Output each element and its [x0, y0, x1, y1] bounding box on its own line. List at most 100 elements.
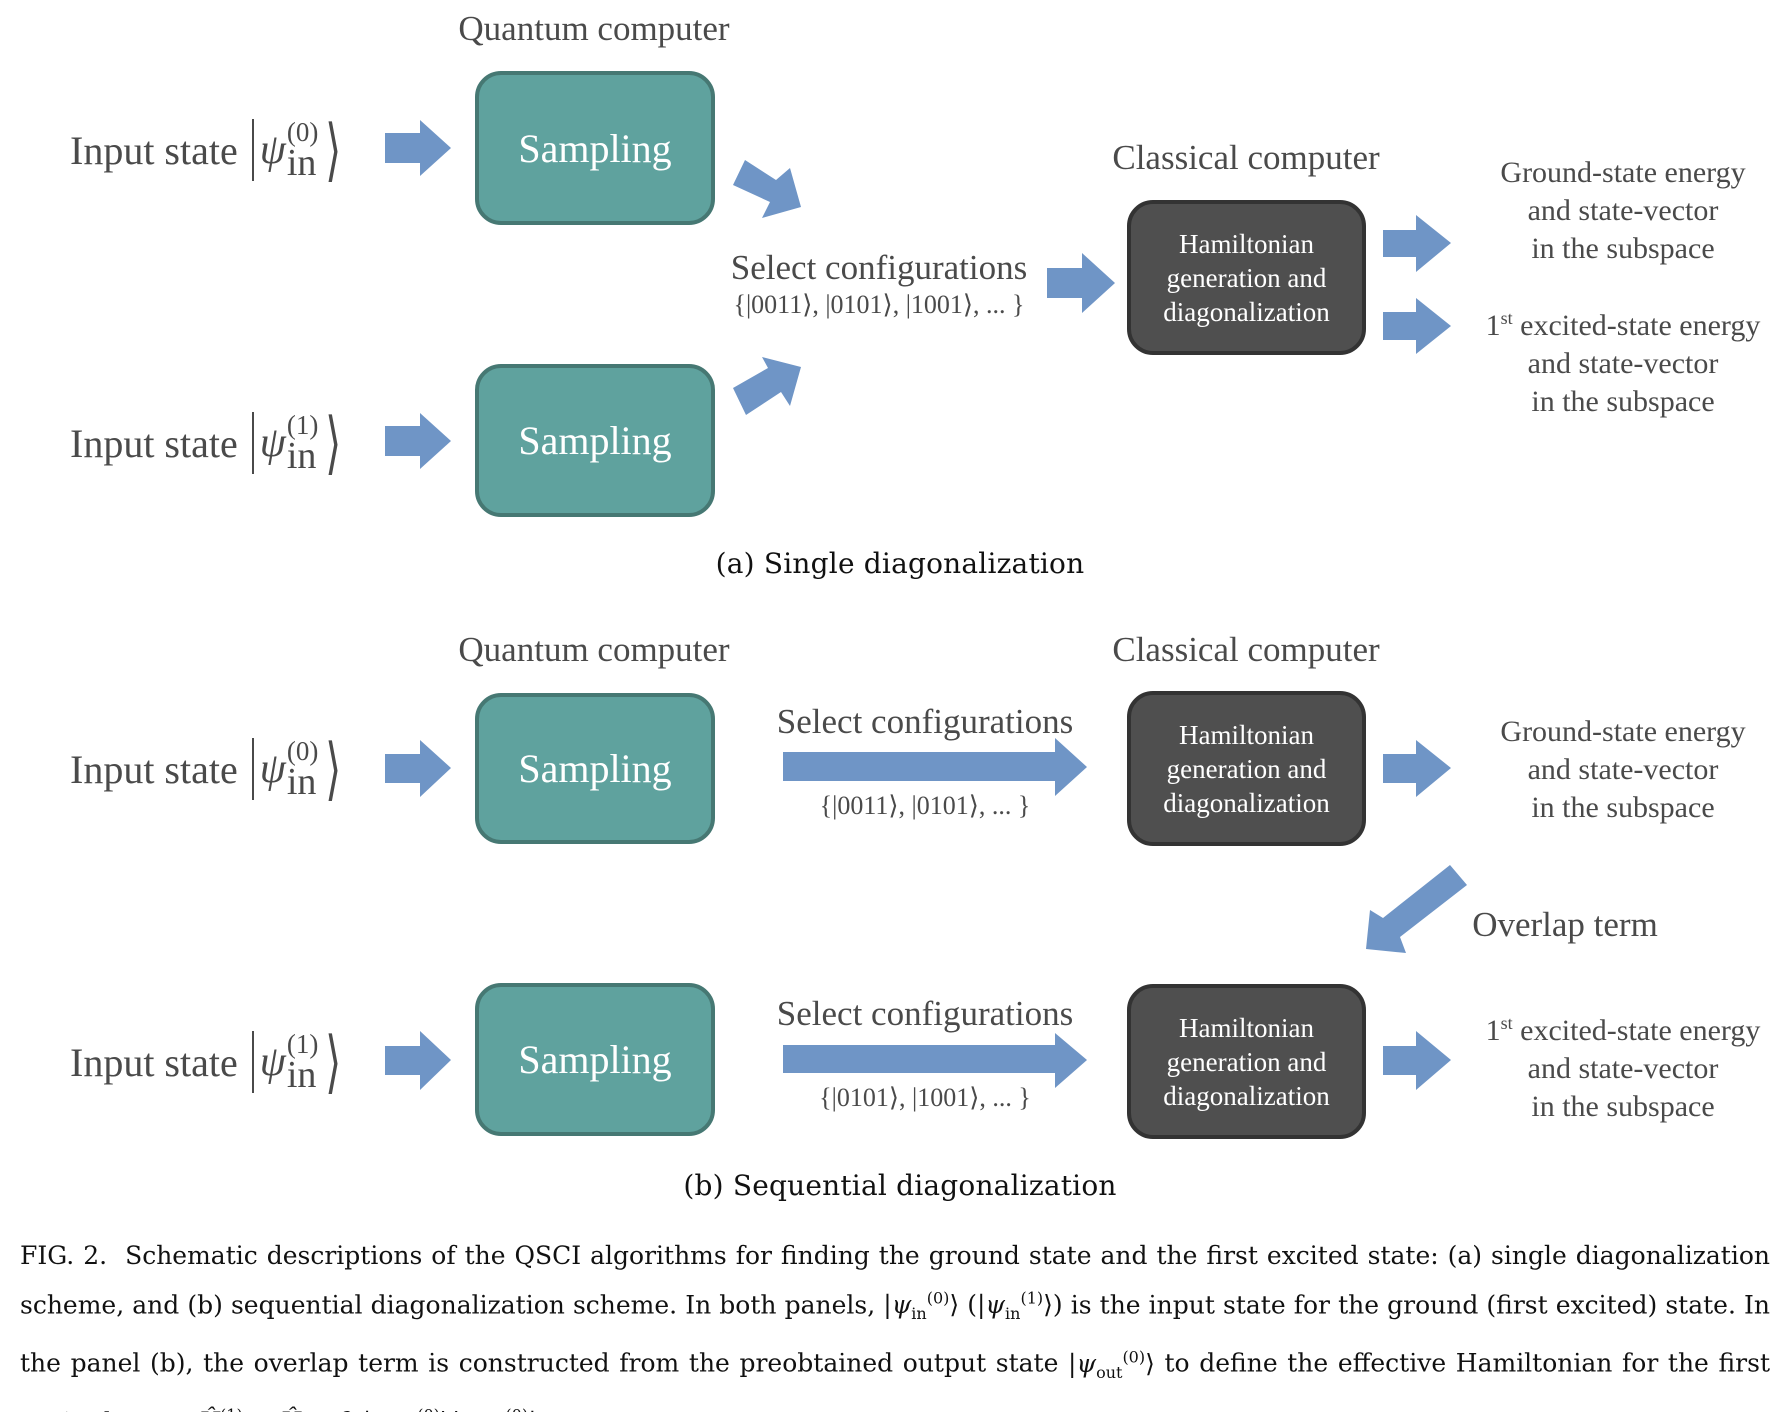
psi-superscript: (1) — [286, 409, 319, 440]
ket-angle: ⟩ — [325, 112, 342, 188]
configuration-set-b0: {|0011⟩, |0101⟩, ... } — [819, 791, 1031, 820]
ordinal-number: 1 — [1485, 1014, 1501, 1047]
caption-text-1: Schematic descriptions of the QSCI algor… — [20, 1241, 1770, 1320]
arrow-output-excited-b — [1383, 1031, 1451, 1090]
select-configurations-label-a: Select configurations — [730, 248, 1028, 287]
math-effective-hamiltonian: Ĥ(1) = Ĥ + β0|ψout(0)⟩⟨ψout(0)| — [198, 1406, 536, 1412]
hamiltonian-line-2: generation and — [1166, 753, 1327, 784]
ordinal-suffix: st — [1500, 308, 1513, 328]
input-state-label: Input state — [70, 746, 238, 792]
result-line: Ground-state energy — [1500, 715, 1746, 748]
hamiltonian-line-2: generation and — [1166, 262, 1327, 293]
caption-text-4: . — [537, 1407, 545, 1412]
result-excited-a: 1st excited-state energy and state-vecto… — [1486, 299, 1761, 421]
input-state-a1: Input state ψ (1) in ⟩ — [70, 408, 347, 478]
hamiltonian-box-b0: Hamiltonian generation and diagonalizati… — [1127, 691, 1366, 846]
psi-symbol: ψ — [259, 127, 286, 173]
quantum-computer-title-a: Quantum computer — [458, 9, 730, 48]
arrow-output-excited-a — [1383, 298, 1451, 354]
hamiltonian-line-3: diagonalization — [1163, 787, 1330, 818]
result-line: in the subspace — [1531, 791, 1715, 824]
caption-text-3: to define the effective Hamiltonian for … — [20, 1348, 1770, 1412]
math-psi-out-ket: |ψout(0)⟩ — [1068, 1347, 1155, 1382]
ordinal-suffix: st — [1500, 1013, 1513, 1033]
sampling-label: Sampling — [518, 418, 672, 463]
psi-superscript: (1) — [286, 1028, 319, 1059]
arrow-diag-down — [733, 160, 801, 218]
psi-subscript: in — [286, 141, 317, 184]
input-state-label: Input state — [70, 1039, 238, 1085]
select-configurations-label-b1: Select configurations — [776, 994, 1074, 1033]
sampling-box-b0: Sampling — [475, 693, 715, 844]
ket-angle: ⟩ — [325, 405, 342, 481]
arrow-input-a1 — [385, 413, 451, 469]
arrow-select-b0 — [783, 738, 1087, 796]
psi-symbol: ψ — [259, 420, 286, 466]
result-ground-b: Ground-state energy and state-vector in … — [1500, 713, 1745, 827]
configuration-set-b1: {|0101⟩, |1001⟩, ... } — [819, 1083, 1031, 1112]
hamiltonian-line-1: Hamiltonian — [1179, 228, 1314, 259]
psi-subscript: in — [286, 434, 317, 477]
psi-superscript: (0) — [286, 116, 319, 147]
result-line: excited-state energy — [1512, 1014, 1761, 1047]
ket-bar — [251, 119, 254, 181]
classical-computer-title-a: Classical computer — [1112, 138, 1380, 177]
sampling-label: Sampling — [518, 1037, 672, 1082]
ket-psi-in-1: ψ (1) in ⟩ — [251, 405, 347, 481]
figure-caption: FIG. 2. Schematic descriptions of the QS… — [20, 1234, 1770, 1412]
arrow-input-b0 — [385, 740, 451, 797]
arrow-diag-up — [733, 357, 801, 415]
select-configurations-label-b0: Select configurations — [776, 702, 1074, 741]
result-line: and state-vector — [1527, 1052, 1719, 1085]
result-line: in the subspace — [1531, 232, 1715, 265]
psi-symbol: ψ — [259, 746, 286, 792]
psi-superscript: (0) — [286, 735, 319, 766]
arrow-to-classical-a — [1047, 253, 1115, 313]
ket-psi-in-1: ψ (1) in ⟩ — [251, 1027, 347, 1097]
psi-symbol: ψ — [259, 1039, 286, 1085]
result-line: excited-state energy — [1512, 309, 1761, 342]
result-line: in the subspace — [1531, 385, 1715, 418]
ket-bar — [251, 412, 254, 474]
input-state-b1: Input state ψ (1) in ⟩ — [70, 1027, 347, 1097]
sampling-box-a0: Sampling — [475, 71, 715, 225]
result-line: and state-vector — [1527, 347, 1719, 380]
arrow-input-b1 — [385, 1031, 451, 1090]
caption-text-2: is the input state for the ground (first… — [20, 1290, 1770, 1378]
hamiltonian-line-2: generation and — [1166, 1046, 1327, 1077]
sampling-box-a1: Sampling — [475, 364, 715, 517]
arrow-select-b1 — [783, 1033, 1087, 1088]
arrow-input-a0 — [385, 120, 451, 176]
input-state-b0: Input state ψ (0) in ⟩ — [70, 734, 347, 804]
panel-label-b: (b) Sequential diagonalization — [683, 1169, 1117, 1202]
ket-psi-in-0: ψ (0) in ⟩ — [251, 112, 347, 188]
arrow-overlap — [1366, 865, 1467, 953]
hamiltonian-line-3: diagonalization — [1163, 1080, 1330, 1111]
classical-computer-title-b: Classical computer — [1112, 630, 1380, 669]
input-state-a0: Input state ψ (0) in ⟩ — [70, 115, 347, 185]
input-state-label: Input state — [70, 127, 238, 173]
input-state-label: Input state — [70, 420, 238, 466]
quantum-computer-title-b: Quantum computer — [458, 630, 730, 669]
ket-angle: ⟩ — [325, 731, 342, 807]
result-line: in the subspace — [1531, 1090, 1715, 1123]
psi-subscript: in — [286, 1053, 317, 1096]
configuration-set-a: {|0011⟩, |0101⟩, |1001⟩, ... } — [733, 290, 1025, 319]
panel-label-a: (a) Single diagonalization — [715, 547, 1085, 580]
hamiltonian-line-1: Hamiltonian — [1179, 1012, 1314, 1043]
ket-bar — [251, 738, 254, 800]
sampling-label: Sampling — [518, 746, 672, 791]
result-line: and state-vector — [1527, 753, 1719, 786]
hamiltonian-line-3: diagonalization — [1163, 296, 1330, 327]
sampling-label: Sampling — [518, 125, 672, 171]
hamiltonian-box-b1: Hamiltonian generation and diagonalizati… — [1127, 984, 1366, 1139]
ket-psi-in-0: ψ (0) in ⟩ — [251, 731, 347, 807]
ket-bar — [251, 1031, 254, 1093]
arrow-output-ground-a — [1383, 215, 1451, 272]
arrow-output-ground-b — [1383, 740, 1451, 797]
result-line: Ground-state energy — [1500, 156, 1746, 189]
math-psi-in-0-ket: |ψin(0)⟩ (|ψin(1)⟩) — [883, 1289, 1063, 1324]
result-line: and state-vector — [1527, 194, 1719, 227]
